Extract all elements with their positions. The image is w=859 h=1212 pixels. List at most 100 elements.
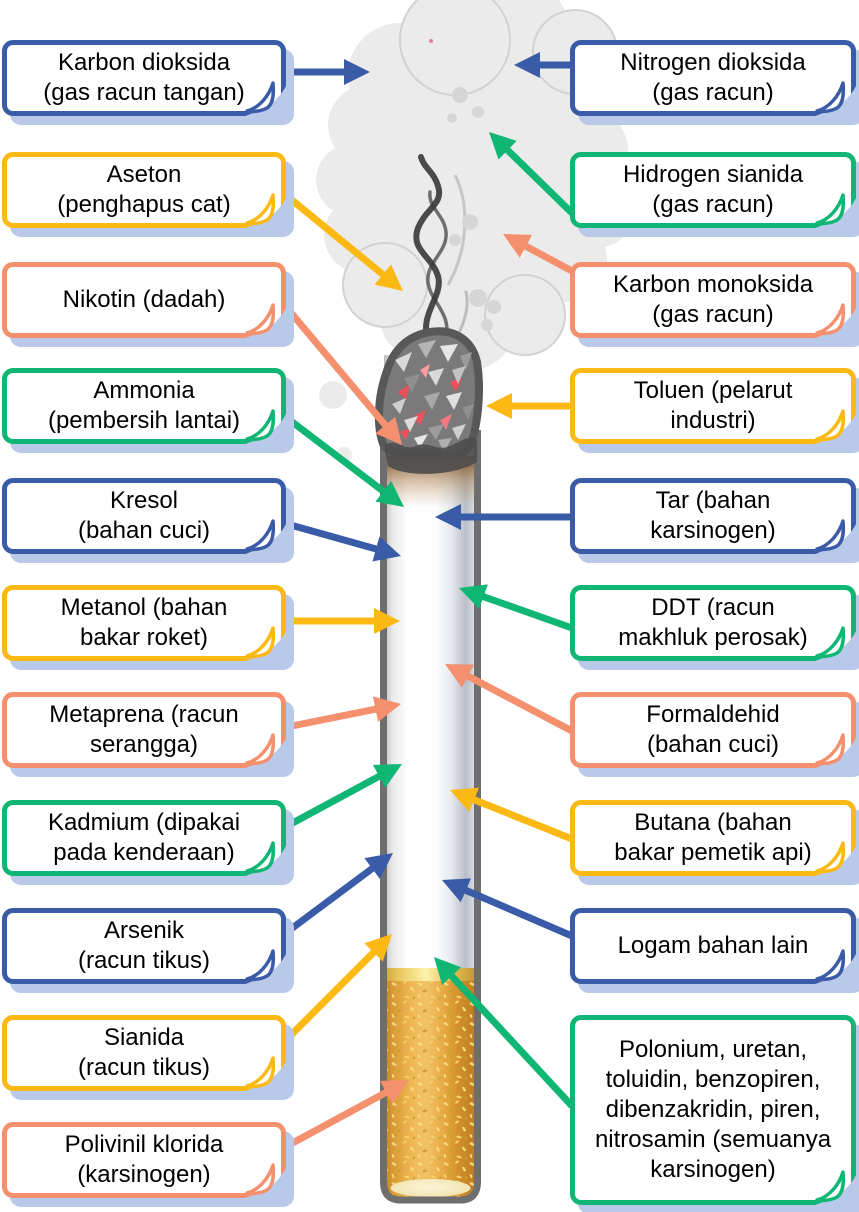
label-line: bakar roket): [79, 624, 209, 651]
label-line: (racun tikus): [77, 1054, 211, 1081]
label-text: Aseton(penghapus cat): [51, 160, 236, 220]
page-curl-icon: [813, 519, 857, 555]
page-curl-icon: [243, 733, 287, 769]
label-box-hidrogen-sianida: Hidrogen sianida(gas racun): [570, 152, 857, 229]
label-line: (gas racun): [652, 191, 774, 218]
label-line: Arsenik: [103, 917, 184, 944]
page-curl-icon: [813, 1170, 857, 1206]
label-line: Tar (bahan: [655, 487, 771, 514]
arrow-karbon-monoksida: [503, 234, 574, 275]
arrow-metaprena: [286, 696, 401, 731]
label-line: karsinogen): [650, 517, 776, 544]
ash-chunks: [392, 340, 474, 452]
label-line: Karbon monoksida: [612, 271, 814, 298]
label-text: Metaprena (racun serangga): [43, 700, 244, 760]
label-text: Logam bahan lain: [612, 931, 815, 961]
page-curl-icon: [243, 949, 287, 985]
label-box-kresol: Kresol (bahan cuci): [2, 478, 287, 555]
label-text: Ammonia(pembersih lantai): [42, 376, 246, 436]
label-text: Kresol (bahan cuci): [72, 486, 216, 546]
filter-tip: [390, 1179, 471, 1197]
label-line: DDT (racun: [651, 594, 775, 621]
label-line: Sianida: [103, 1024, 185, 1051]
arrow-sianida: [284, 934, 392, 1042]
label-text: Polivinil klorida (karsinogen): [59, 1130, 230, 1190]
label-line: industri): [670, 407, 756, 434]
label-box-aseton: Aseton(penghapus cat): [2, 152, 287, 229]
label-line: (bahan cuci): [77, 517, 211, 544]
label-line: Metaprena (racun: [49, 701, 239, 728]
label-line: Polonium, uretan,: [618, 1036, 808, 1063]
label-line: nitrosamin (semuanya: [594, 1126, 832, 1153]
label-line: (karsinogen): [77, 1161, 211, 1188]
label-box-karbon-monoksida: Karbon monoksida(gas racun): [570, 262, 857, 339]
label-line: serangga): [89, 731, 199, 758]
page-curl-icon: [813, 626, 857, 662]
label-text: Sianida (racun tikus): [72, 1023, 216, 1083]
label-line: makhluk perosak): [618, 624, 808, 651]
page-curl-icon: [243, 626, 287, 662]
label-line: Nikotin (dadah): [62, 286, 226, 313]
page-curl-icon: [813, 841, 857, 877]
arrow-aseton: [284, 193, 403, 291]
label-line: Kresol: [109, 487, 178, 514]
label-line: bakar pemetik api): [614, 839, 812, 866]
label-line: dibenzakridin, piren,: [605, 1096, 821, 1123]
label-line: Butana (bahan: [634, 809, 792, 836]
label-line: toluidin, benzopiren,: [605, 1066, 821, 1093]
page-curl-icon: [813, 949, 857, 985]
label-line: Logam bahan lain: [617, 932, 809, 959]
label-line: (bahan cuci): [646, 731, 780, 758]
label-text: Arsenik(racun tikus): [72, 916, 216, 976]
label-box-metaprena: Metaprena (racun serangga): [2, 692, 287, 769]
arrow-nitrogen-dioksida: [514, 52, 572, 78]
page-curl-icon: [813, 193, 857, 229]
label-text: Formaldehid (bahan cuci): [640, 700, 785, 760]
arrow-ddt: [459, 584, 574, 632]
arrow-butana: [450, 787, 574, 843]
label-text: Toluen (pelarut industri): [628, 376, 799, 436]
arrow-toluen: [486, 393, 572, 419]
label-text: Nitrogen dioksida(gas racun): [614, 48, 811, 108]
page-curl-icon: [813, 409, 857, 445]
label-line: karsinogen): [650, 1156, 776, 1183]
arrow-kadmium: [285, 764, 402, 830]
arrow-logam-bahan-lain: [442, 878, 574, 940]
arrow-tar: [435, 504, 572, 530]
label-box-logam-bahan-lain: Logam bahan lain: [570, 908, 857, 985]
arrow-karbon-dioksida: [286, 59, 370, 85]
label-line: Ammonia: [93, 377, 195, 404]
arrow-arsenik: [284, 853, 393, 935]
page-curl-icon: [243, 841, 287, 877]
page-curl-icon: [243, 193, 287, 229]
label-box-polonium-group: Polonium, uretan, toluidin, benzopiren, di…: [570, 1015, 857, 1206]
arrow-formaldehid: [445, 664, 574, 735]
label-text: DDT (racun makhluk perosak): [612, 593, 813, 653]
label-text: Polonium, uretan, toluidin, benzopiren, di…: [589, 1035, 837, 1185]
arrow-kresol: [286, 520, 401, 562]
label-box-toluen: Toluen (pelarut industri): [570, 368, 857, 445]
label-line: (gas racun tangan): [43, 79, 245, 106]
label-line: Formaldehid: [646, 701, 780, 728]
label-line: Polivinil klorida: [64, 1131, 224, 1158]
page-curl-icon: [813, 303, 857, 339]
label-line: pada kenderaan): [53, 839, 235, 866]
label-line: (penghapus cat): [57, 191, 231, 218]
label-box-tar: Tar (bahan karsinogen): [570, 478, 857, 555]
label-line: Karbon dioksida: [57, 49, 231, 76]
label-box-polivinil-klorida: Polivinil klorida (karsinogen): [2, 1122, 287, 1199]
label-line: Toluen (pelarut: [633, 377, 793, 404]
label-line: (gas racun): [652, 79, 774, 106]
label-text: Butana (bahan bakar pemetik api): [608, 808, 817, 868]
arrow-ammonia: [284, 415, 404, 507]
label-box-sianida: Sianida (racun tikus): [2, 1015, 287, 1092]
cigarette: [374, 327, 483, 1204]
label-text: Tar (bahan karsinogen): [644, 486, 781, 546]
arrow-nikotin: [284, 305, 402, 445]
label-box-formaldehid: Formaldehid (bahan cuci): [570, 692, 857, 769]
page-curl-icon: [243, 519, 287, 555]
label-text: Nikotin (dadah): [57, 285, 232, 315]
